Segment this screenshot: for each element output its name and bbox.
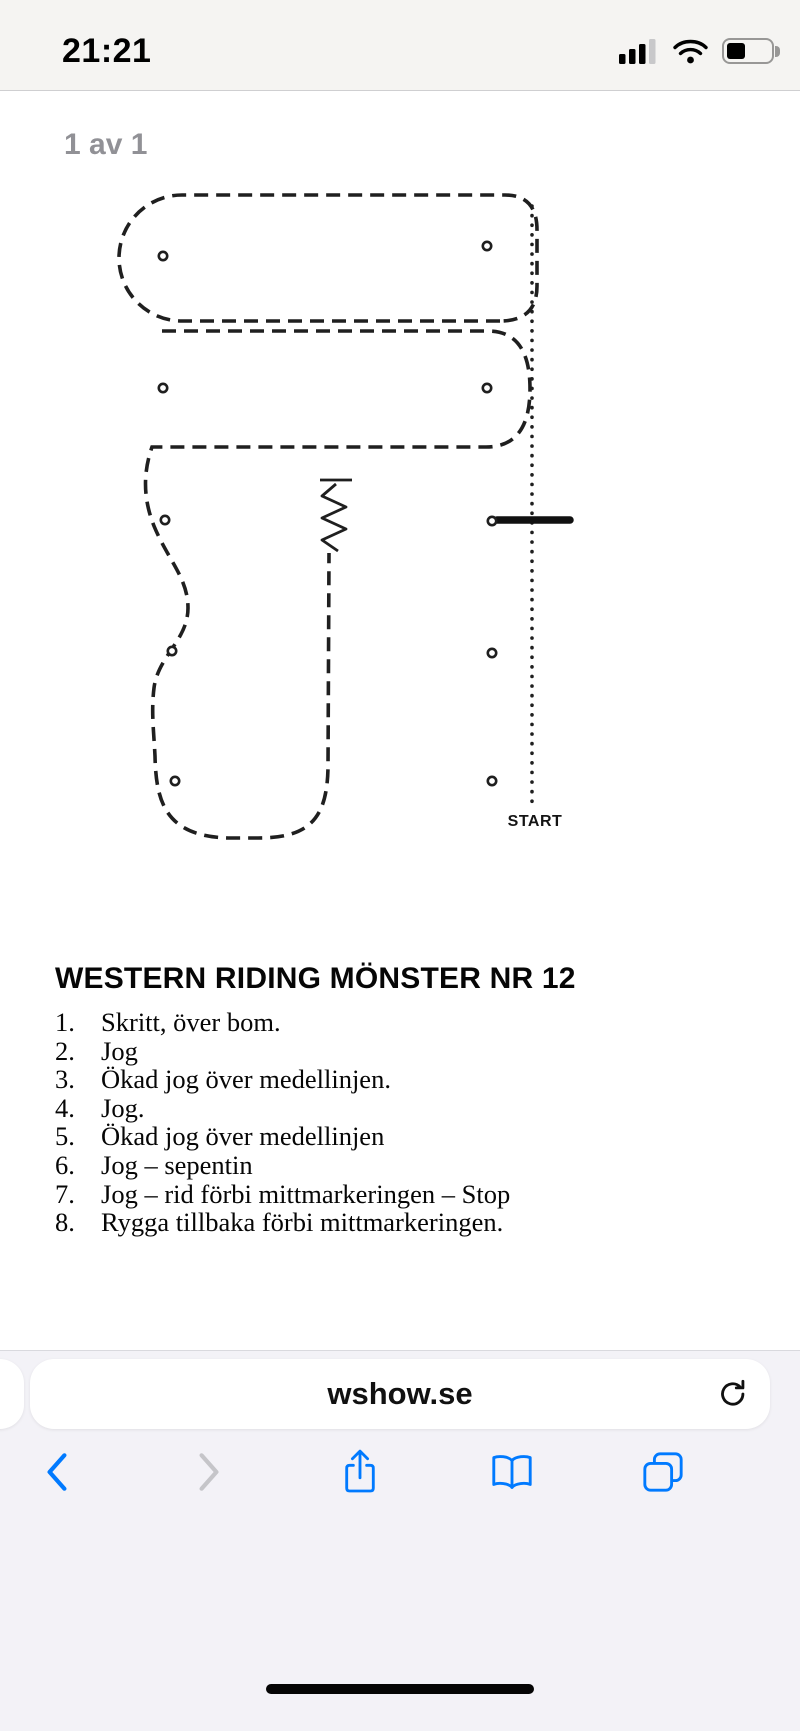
- step-text: Ökad jog över medellinjen.: [101, 1064, 391, 1095]
- reload-button[interactable]: [714, 1375, 752, 1413]
- cone-marker: [486, 647, 498, 659]
- pattern-step: 4. Jog.: [55, 1094, 767, 1123]
- cone-marker: [486, 775, 498, 787]
- page-indicator: 1 av 1: [64, 128, 148, 161]
- pattern-step: 2. Jog: [55, 1035, 767, 1066]
- book-icon: [491, 1455, 532, 1489]
- cellular-signal-icon: [619, 39, 656, 64]
- step-number: 8.: [55, 1207, 75, 1238]
- clock: 21:21: [62, 31, 152, 70]
- step-text: Ökad jog över medellinjen: [101, 1121, 385, 1152]
- share-icon: [345, 1449, 375, 1493]
- bookmarks-button[interactable]: [482, 1441, 542, 1503]
- serpentine-path: [143, 329, 532, 840]
- status-bar: 21:21: [0, 0, 800, 91]
- chevron-right-icon: [198, 1453, 219, 1491]
- step-text: Jog: [101, 1035, 138, 1066]
- reload-icon: [721, 1379, 745, 1406]
- start-label: START: [508, 813, 563, 830]
- step-text: Jog – sepentin: [101, 1149, 253, 1180]
- cone-marker: [159, 514, 171, 526]
- step-number: 4.: [55, 1092, 75, 1123]
- pattern-step: 5. Ökad jog över medellinjen: [55, 1122, 767, 1151]
- tabs-icon: [643, 1452, 683, 1492]
- cone-marker: [481, 382, 493, 394]
- pattern-description: WESTERN RIDING MÖNSTER NR 12 1. Skritt, ö…: [55, 962, 767, 1237]
- adjacent-tab-edge[interactable]: [0, 1359, 24, 1429]
- wifi-icon: [673, 39, 708, 64]
- address-bar[interactable]: wshow.se: [30, 1359, 770, 1429]
- cone-marker: [166, 645, 178, 657]
- step-number: 6.: [55, 1149, 75, 1180]
- tabs-button[interactable]: [633, 1441, 693, 1503]
- step-number: 2.: [55, 1035, 75, 1066]
- forward-button[interactable]: [179, 1441, 239, 1503]
- step-number: 7.: [55, 1178, 75, 1209]
- top-loop-path: [117, 193, 539, 323]
- cone-markers: [157, 240, 498, 787]
- step-number: 5.: [55, 1121, 75, 1152]
- battery-icon: [722, 38, 780, 64]
- cone-marker: [486, 515, 498, 527]
- step-number: 3.: [55, 1064, 75, 1095]
- share-button[interactable]: [330, 1441, 390, 1503]
- pattern-step: 7. Jog – rid förbi mittmarkeringen – Stop: [55, 1178, 767, 1209]
- battery-level: [727, 43, 745, 59]
- chevron-left-icon: [47, 1453, 67, 1491]
- cone-marker: [481, 240, 493, 252]
- status-icons: [619, 38, 780, 64]
- back-button[interactable]: [27, 1441, 87, 1503]
- step-text: Jog – rid förbi mittmarkeringen – Stop: [101, 1178, 511, 1209]
- home-indicator[interactable]: [266, 1684, 534, 1694]
- step-text: Jog.: [101, 1092, 145, 1123]
- address-text: wshow.se: [327, 1376, 473, 1411]
- pattern-step: 3. Ökad jog över medellinjen.: [55, 1065, 767, 1094]
- pattern-steps: 1. Skritt, över bom. 2. Jog 3. Ökad jog öve…: [55, 1008, 767, 1237]
- cone-marker: [157, 382, 169, 394]
- step-number: 1.: [55, 1007, 75, 1037]
- step-text: Rygga tillbaka förbi mittmarkeringen.: [101, 1207, 504, 1238]
- battery-nub: [775, 46, 780, 57]
- step-text: Skritt, över bom.: [101, 1007, 281, 1037]
- pattern-step: 8. Rygga tillbaka förbi mittmarkeringen.: [55, 1208, 767, 1237]
- cone-marker: [169, 775, 181, 787]
- safari-bottom-bar: wshow.se: [0, 1350, 800, 1731]
- pattern-step: 6. Jog – sepentin: [55, 1151, 767, 1180]
- pattern-step: 1. Skritt, över bom.: [55, 1008, 767, 1037]
- pattern-title: WESTERN RIDING MÖNSTER NR 12: [55, 962, 576, 995]
- riding-pattern-diagram: START: [117, 193, 574, 840]
- safari-toolbar: [0, 1439, 800, 1505]
- zigzag-finish-mark: [320, 478, 352, 553]
- cone-marker: [157, 250, 169, 262]
